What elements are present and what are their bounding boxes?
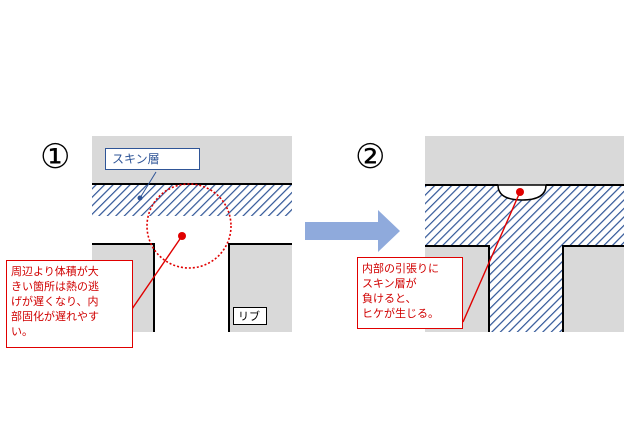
- skin-layer-label: スキン層: [112, 152, 160, 166]
- callout-2-line: スキン層が: [362, 277, 417, 290]
- callout-1-box: 周辺より体積が大 きい箇所は熱の逃 げが遅くなり、内 部固化が遅れやす い。: [6, 260, 133, 348]
- callout-2-line: 負けると、: [362, 292, 417, 305]
- callout-1-line: げが遅くなり、内: [11, 295, 99, 308]
- callout-2-line: ヒケが生じる。: [362, 307, 439, 320]
- panel-2-outline: [425, 184, 624, 332]
- callout-1-line: きい箇所は熱の逃: [11, 280, 99, 293]
- skin-layer-label-box: スキン層: [105, 148, 200, 170]
- callout-2-line: 内部の引張りに: [362, 262, 439, 275]
- callout-1-line: 部固化が遅れやす: [11, 310, 99, 323]
- callout-1-leader: [131, 235, 183, 310]
- rib-label-box: リブ: [233, 307, 267, 325]
- panel-2-mold-right: [563, 246, 624, 332]
- step-1-number: ①: [40, 137, 71, 177]
- panel-1: [92, 136, 292, 332]
- callout-2-leader: [462, 191, 521, 323]
- panel-2-hatched-part: [425, 185, 624, 332]
- panel-2-mold-top: [425, 136, 624, 185]
- panel-1-skin-layer: [92, 184, 292, 216]
- transition-arrow: [305, 210, 400, 252]
- skin-label-leader: [139, 171, 157, 199]
- callout-1-line: い。: [11, 325, 33, 338]
- step-2-number: ②: [355, 137, 386, 177]
- rib-label: リブ: [238, 310, 260, 323]
- callout-2-box: 内部の引張りに スキン層が 負けると、 ヒケが生じる。: [357, 257, 463, 329]
- callout-1-line: 周辺より体積が大: [11, 265, 99, 278]
- skin-label-dot: [137, 195, 143, 201]
- thick-area-circle: [146, 183, 232, 269]
